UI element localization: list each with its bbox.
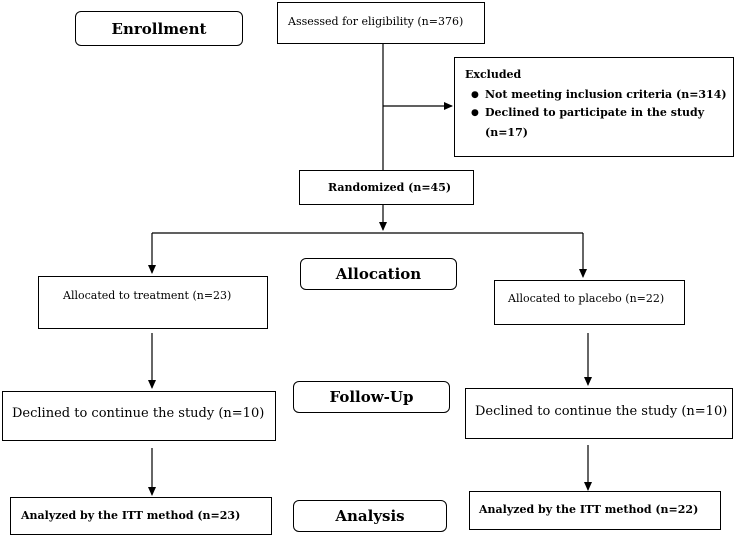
excluded-item: Not meeting inclusion criteria (n=314) (465, 86, 727, 104)
assessed-text: Assessed for eligibility (n=376) (288, 15, 464, 28)
excluded-item-continuation: (n=17) (485, 126, 528, 139)
excluded-box: Excluded Not meeting inclusion criteria … (454, 57, 734, 157)
analyzed-placebo-box: Analyzed by the ITT method (n=22) (469, 491, 721, 530)
stage-follow-up-label: Follow-Up (329, 388, 414, 406)
excluded-item: Declined to participate in the study (465, 104, 727, 122)
declined-treatment-text: Declined to continue the study (n=10) (12, 406, 265, 421)
analyzed-treatment-text: Analyzed by the ITT method (n=23) (21, 509, 241, 522)
excluded-list: Not meeting inclusion criteria (n=314) D… (465, 86, 727, 122)
allocated-treatment-box: Allocated to treatment (n=23) (38, 276, 268, 329)
declined-placebo-text: Declined to continue the study (n=10) (475, 404, 728, 419)
stage-analysis: Analysis (293, 500, 447, 532)
declined-placebo-box: Declined to continue the study (n=10) (465, 388, 733, 439)
analyzed-treatment-box: Analyzed by the ITT method (n=23) (10, 497, 272, 535)
allocated-placebo-text: Allocated to placebo (n=22) (508, 292, 665, 305)
stage-enrollment-label: Enrollment (111, 19, 207, 38)
stage-allocation: Allocation (300, 258, 457, 290)
stage-analysis-label: Analysis (335, 507, 405, 525)
stage-enrollment: Enrollment (75, 11, 243, 46)
randomized-box: Randomized (n=45) (299, 170, 474, 205)
stage-allocation-label: Allocation (335, 265, 422, 283)
allocated-treatment-text: Allocated to treatment (n=23) (63, 289, 232, 302)
assessed-box: Assessed for eligibility (n=376) (277, 2, 485, 44)
allocated-placebo-box: Allocated to placebo (n=22) (494, 280, 685, 325)
randomized-text: Randomized (n=45) (328, 181, 452, 194)
stage-follow-up: Follow-Up (293, 381, 450, 413)
excluded-title: Excluded (465, 68, 522, 81)
declined-treatment-box: Declined to continue the study (n=10) (2, 391, 276, 441)
analyzed-placebo-text: Analyzed by the ITT method (n=22) (479, 503, 699, 516)
